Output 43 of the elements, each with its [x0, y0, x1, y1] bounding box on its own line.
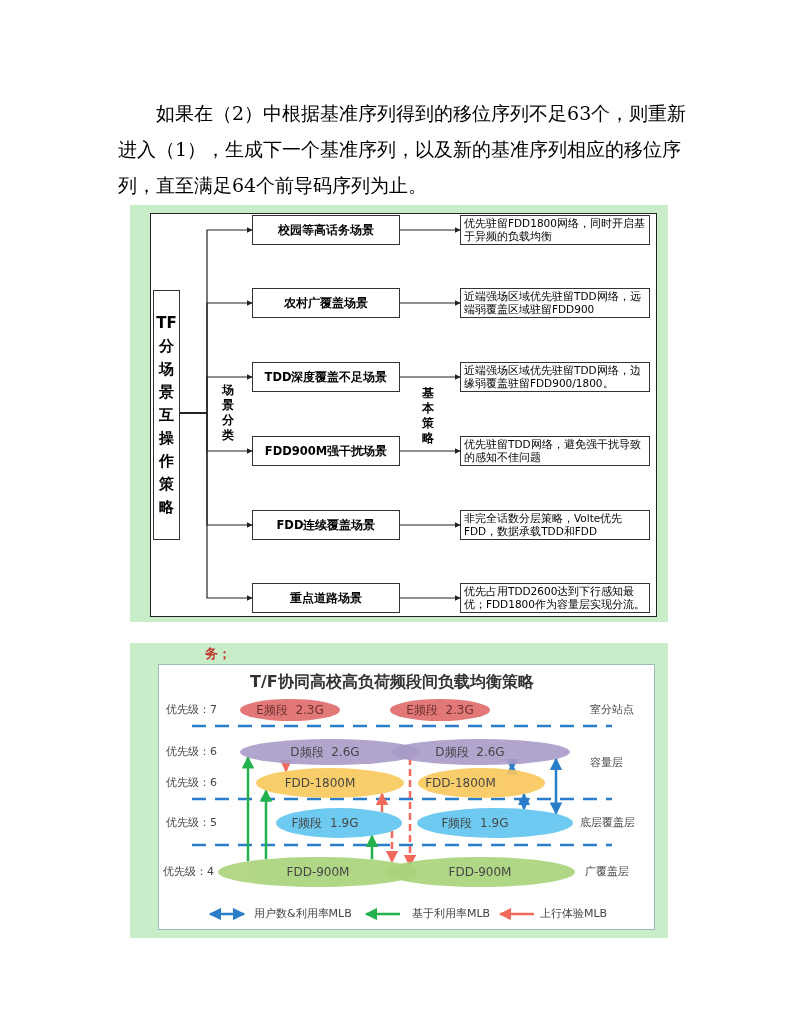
legend-text: 基于利用率MLB	[412, 906, 491, 921]
arrow	[399, 595, 461, 601]
priority-label: 优先级：6	[166, 775, 217, 790]
arrow	[399, 300, 461, 306]
text-fragment: 务；	[205, 645, 231, 663]
arrow	[375, 792, 389, 813]
layer-label: 室分站点	[590, 702, 634, 717]
scenario-box: FDD900M强干扰场景	[252, 436, 400, 466]
strategy-box: 非完全话数分层策略，Volte优先FDD，数据承载TDD和FDD	[460, 510, 650, 540]
root-box: TF分场景互操作策略	[153, 290, 180, 540]
scenario-box: TDD深度覆盖不足场景	[252, 362, 400, 392]
strategy-box: 近端强场区域优先驻留TDD网络，边缘弱覆盖驻留FDD900/1800。	[460, 362, 650, 392]
arrow	[179, 412, 253, 601]
axis-label: 基本策略	[422, 386, 435, 446]
scenario-box: 校园等高话务场景	[252, 215, 400, 245]
scenario-box: FDD连续覆盖场景	[252, 510, 400, 540]
arrow	[549, 757, 563, 815]
layer-label: 底层覆盖层	[580, 815, 635, 830]
chart-title: T/F协同高校高负荷频段间负载均衡策略	[250, 672, 534, 693]
arrow	[399, 448, 461, 454]
layer-label: 广覆盖层	[585, 864, 629, 879]
axis-label: 场景分类	[222, 383, 235, 443]
legend-text: 用户数&利用率MLB	[254, 906, 352, 921]
arrow	[259, 789, 273, 860]
priority-label: 优先级：5	[166, 815, 217, 830]
priority-label: 优先级：7	[166, 702, 217, 717]
arrow	[241, 756, 255, 862]
paragraph: 如果在（2）中根据基准序列得到的移位序列不足63个，则重新进入（1），生成下一个基准序列，以及新的基准序列相应的移位序列，直至满足64个前导码序列为止。	[118, 101, 688, 198]
layer-label: 容量层	[590, 755, 623, 770]
arrow	[399, 227, 461, 233]
strategy-box: 优先占用TDD2600达到下行感知最优；FDD1800作为容量层实现分流。	[460, 583, 650, 613]
strategy-box: 优先驻留FDD1800网络，同时开启基于异频的负载均衡	[460, 215, 650, 245]
legend-text: 上行体验MLB	[540, 906, 608, 921]
scenario-box: 农村广覆盖场景	[252, 288, 400, 318]
priority-label: 优先级：6	[166, 744, 217, 759]
scenario-box: 重点道路场景	[252, 583, 400, 613]
arrow	[399, 374, 461, 380]
strategy-box: 优先驻留TDD网络，避免强干扰导致的感知不佳问题	[460, 436, 650, 466]
arrow	[517, 792, 531, 811]
arrow	[399, 522, 461, 528]
arrow	[385, 831, 399, 864]
arrow	[365, 834, 379, 860]
strategy-box: 近端强场区域优先驻留TDD网络，远端弱覆盖区域驻留FDD900	[460, 288, 650, 318]
